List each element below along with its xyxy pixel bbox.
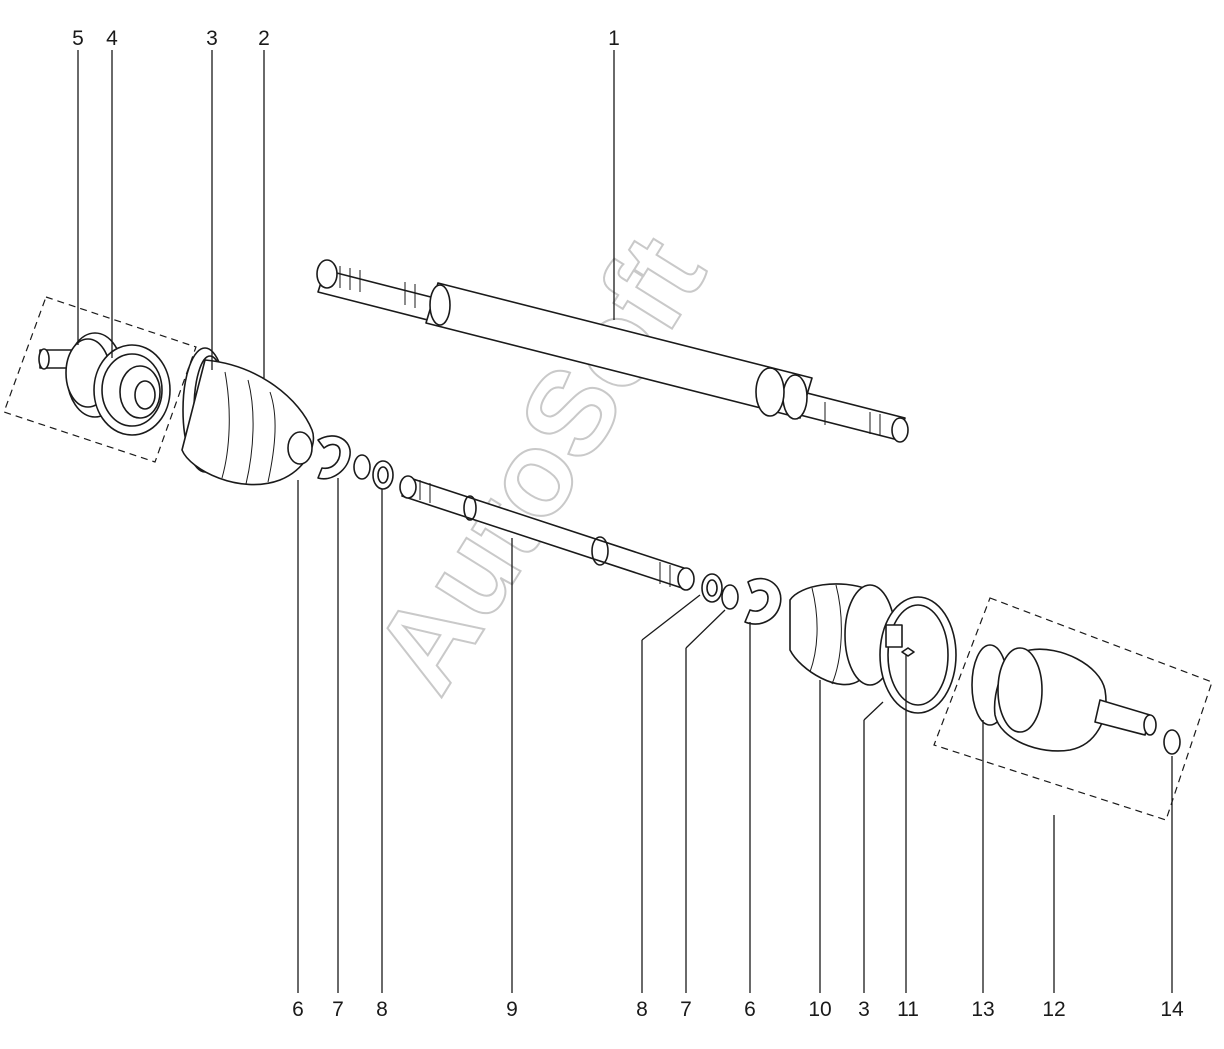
part-1-intermediate-shaft bbox=[316, 259, 909, 443]
part-14-snap-ring bbox=[1163, 729, 1181, 755]
part-10-boot-right bbox=[789, 583, 896, 686]
part-4-toothed-ring bbox=[93, 344, 171, 436]
callout-8-bottom-right: 8 bbox=[636, 998, 648, 1021]
part-7-circlip-right bbox=[721, 584, 739, 610]
callout-14-bottom: 14 bbox=[1160, 998, 1184, 1021]
callout-12-bottom: 12 bbox=[1042, 998, 1065, 1021]
callout-7-bottom-left: 7 bbox=[332, 998, 344, 1021]
callout-2-top: 2 bbox=[258, 27, 270, 50]
callout-3-top: 3 bbox=[206, 27, 218, 50]
part-12-inner-joint bbox=[993, 647, 1157, 752]
assembly-box-left bbox=[3, 296, 197, 463]
callout-labels: 5 4 3 2 1 6 7 8 9 8 7 6 10 3 11 13 12 14 bbox=[72, 27, 1184, 1021]
part-8-washer-right bbox=[701, 573, 723, 603]
part-2-boot-left bbox=[181, 359, 315, 486]
part-6-clip-right bbox=[744, 577, 782, 625]
callout-4-top: 4 bbox=[106, 27, 118, 50]
callout-11-bottom: 11 bbox=[897, 998, 919, 1021]
callout-7-bottom-right: 7 bbox=[680, 998, 692, 1021]
callout-13-bottom: 13 bbox=[971, 998, 994, 1021]
callout-6-bottom-right: 6 bbox=[744, 998, 756, 1021]
part-3-clamp-right bbox=[879, 596, 957, 714]
part-7-circlip-left bbox=[353, 454, 371, 480]
callout-1-top: 1 bbox=[608, 27, 620, 50]
callout-5-top: 5 bbox=[72, 27, 84, 50]
callout-8-bottom-left: 8 bbox=[376, 998, 388, 1021]
part-11-clamp-buckle bbox=[885, 624, 915, 657]
watermark: AutoSoft bbox=[348, 213, 730, 714]
part-6-clip-left bbox=[317, 435, 351, 480]
callout-6-bottom-left: 6 bbox=[292, 998, 304, 1021]
part-8-washer-left bbox=[372, 460, 394, 490]
leader-lines bbox=[77, 50, 1173, 993]
callout-10-bottom: 10 bbox=[808, 998, 831, 1021]
assembly-box-right bbox=[933, 597, 1213, 821]
part-9-short-shaft bbox=[399, 475, 695, 591]
callout-9-bottom: 9 bbox=[506, 998, 518, 1021]
callout-3-bottom: 3 bbox=[858, 998, 870, 1021]
